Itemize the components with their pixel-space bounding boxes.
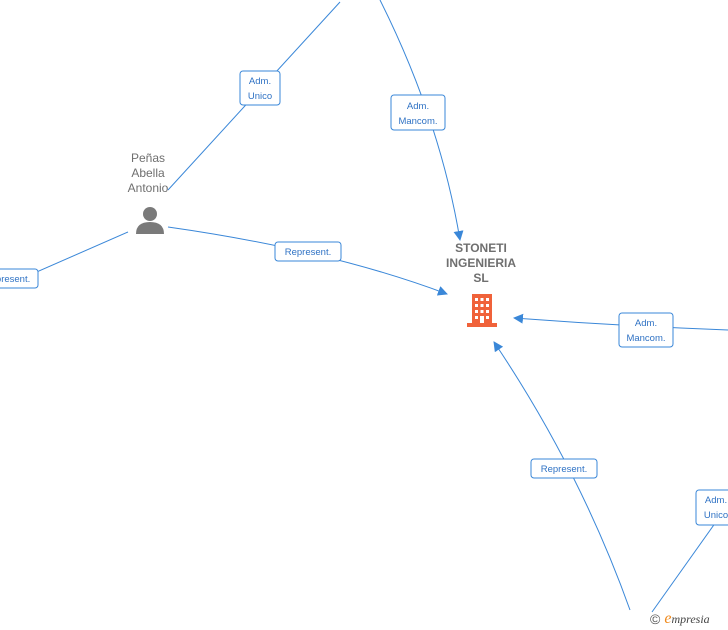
- company-name-line: STONETI: [455, 241, 507, 255]
- edge-label-adm-mancom-top[interactable]: Adm. Mancom.: [390, 94, 446, 131]
- edge-label-text: Represent.: [285, 247, 331, 258]
- edge-label-adm-unico-top[interactable]: Adm. Unico: [239, 70, 281, 106]
- edge-label-text: Adm.: [249, 76, 271, 87]
- building-icon: [467, 294, 497, 327]
- edge-label-text: Represent.: [541, 464, 587, 475]
- person-name-line: Abella: [131, 166, 165, 180]
- edge-label-text: Adm.: [705, 495, 727, 506]
- company-node[interactable]: STONETI INGENIERIA SL: [446, 241, 516, 327]
- edge-label-text: Adm.: [635, 318, 657, 329]
- person-name-line: Peñas: [131, 151, 165, 165]
- edge-label-text: Unico: [248, 91, 272, 102]
- edge-label-adm-unico-bottom[interactable]: Adm. Unico: [695, 489, 728, 526]
- copyright-symbol: ©: [650, 611, 661, 627]
- edge-label-text: Represent.: [0, 274, 30, 285]
- edge-label-text: Unico: [704, 510, 728, 521]
- company-name-line: INGENIERIA: [446, 256, 516, 270]
- person-name-line: Antonio: [128, 181, 169, 195]
- brand-logo-initial: e: [664, 610, 672, 627]
- empresia-watermark: © empresia: [650, 609, 710, 629]
- company-name-line: SL: [473, 271, 488, 285]
- person-icon: [136, 207, 164, 234]
- edge-label-adm-mancom-right[interactable]: Adm. Mancom.: [618, 312, 674, 348]
- edge-label-text: Mancom.: [398, 116, 437, 127]
- edge-label-text: Adm.: [407, 101, 429, 112]
- edge-label-represent-left[interactable]: Represent.: [0, 268, 39, 289]
- edge-label-text: Mancom.: [626, 333, 665, 344]
- brand-logo-text: mpresia: [671, 612, 710, 626]
- edge-label-represent-person[interactable]: Represent.: [274, 241, 342, 262]
- person-node[interactable]: Peñas Abella Antonio: [128, 151, 169, 234]
- edge-label-represent-bottom[interactable]: Represent.: [530, 458, 598, 479]
